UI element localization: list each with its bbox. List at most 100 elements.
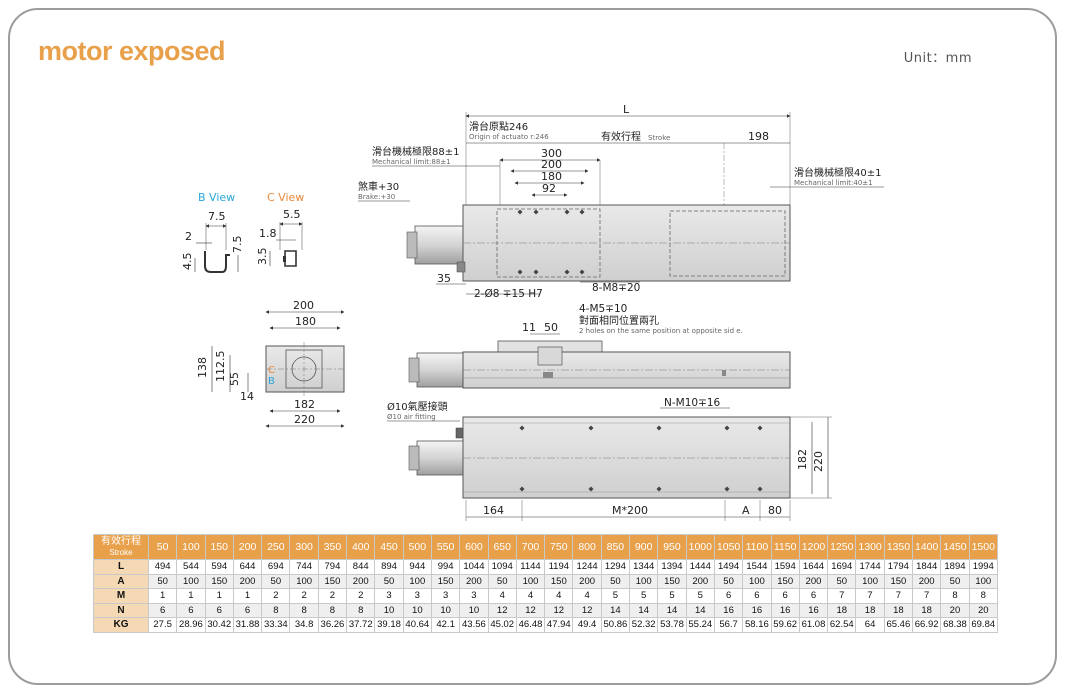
table-cell: 6 bbox=[770, 588, 800, 604]
stroke-header-cell: 1150 bbox=[770, 534, 800, 560]
b-profile-shape bbox=[204, 251, 230, 273]
table-cell: 1594 bbox=[770, 559, 800, 575]
table-cell: 8 bbox=[346, 602, 376, 618]
top-dim-11: 11 bbox=[522, 321, 536, 334]
table-cell: 62.54 bbox=[827, 617, 857, 633]
hole-marker bbox=[588, 425, 594, 431]
table-cell: 150 bbox=[317, 573, 348, 589]
hole-marker bbox=[519, 425, 525, 431]
stroke-header-cell: 750 bbox=[544, 534, 574, 560]
table-cell: 34.8 bbox=[289, 617, 319, 633]
air-fitting-cn: Ø10氣壓接頭 bbox=[387, 400, 448, 413]
table-cell: 894 bbox=[374, 559, 404, 575]
table-cell: 20 bbox=[940, 602, 970, 618]
c-dim-5-5: 5.5 bbox=[283, 208, 301, 221]
table-cell: 494 bbox=[147, 559, 178, 575]
table-cell: 744 bbox=[289, 559, 319, 575]
c-view-label: C View bbox=[267, 191, 304, 204]
bottom-dim-80: 80 bbox=[768, 504, 782, 517]
end-dim-138: 138 bbox=[196, 357, 209, 378]
bottom-dim-164: 164 bbox=[483, 504, 504, 517]
table-cell: 200 bbox=[459, 573, 489, 589]
table-cell: 8 bbox=[317, 602, 348, 618]
table-cell: 50 bbox=[940, 573, 970, 589]
table-cell: 7 bbox=[855, 588, 885, 604]
table-cell: 4 bbox=[487, 588, 517, 604]
top-holes-en: 2 holes on the same position at opposite… bbox=[579, 327, 743, 335]
table-cell: 150 bbox=[770, 573, 800, 589]
table-cell: 1 bbox=[147, 588, 178, 604]
c-profile-shape bbox=[284, 250, 297, 267]
brake-cn: 煞車+30 bbox=[358, 180, 399, 193]
top-holes-cn: 4-M5∓10 bbox=[579, 303, 627, 315]
table-cell: 66.92 bbox=[912, 617, 942, 633]
stroke-header-cell: 800 bbox=[572, 534, 602, 560]
table-cell: 4 bbox=[572, 588, 602, 604]
top-view: 4-M5∓10 對面相同位置兩孔 2 holes on the same pos… bbox=[408, 303, 791, 389]
carriage-dim-92: 92 bbox=[542, 182, 556, 195]
bottom-view: Ø10氣壓接頭 Ø10 air fitting N-M10∓16 164 M*2… bbox=[387, 397, 832, 521]
stroke-header-cell: 1400 bbox=[912, 534, 942, 560]
hole-marker bbox=[564, 209, 570, 215]
unit-label: Unit：mm bbox=[903, 51, 972, 66]
table-cell: 150 bbox=[544, 573, 574, 589]
table-cell: 16 bbox=[713, 602, 744, 618]
hole-markers bbox=[517, 209, 763, 492]
hole-marker bbox=[579, 269, 585, 275]
carriage-dim-200: 200 bbox=[541, 158, 562, 171]
hole-marker bbox=[656, 425, 662, 431]
table-cell: 594 bbox=[204, 559, 234, 575]
table-cell: 3 bbox=[402, 588, 432, 604]
c-dim-1-8: 1.8 bbox=[259, 227, 277, 240]
b-dim-7-5-top: 7.5 bbox=[208, 210, 226, 223]
top-holes-cn2: 對面相同位置兩孔 bbox=[579, 314, 659, 327]
table-cell: 50 bbox=[827, 573, 857, 589]
table-cell: 100 bbox=[742, 573, 772, 589]
table-cell: 16 bbox=[742, 602, 772, 618]
table-cell: 100 bbox=[968, 573, 998, 589]
table-cell: 150 bbox=[883, 573, 914, 589]
table-cell: 150 bbox=[657, 573, 687, 589]
bottom-motor bbox=[416, 440, 464, 476]
stroke-header-cell: 300 bbox=[289, 534, 319, 560]
mark-c: C bbox=[268, 365, 275, 376]
table-cell: 14 bbox=[600, 602, 631, 618]
table-cell: 10 bbox=[430, 602, 461, 618]
stroke-en: Stroke bbox=[648, 134, 670, 142]
mech-limit-right-cn: 滑台機械極限40±1 bbox=[794, 166, 881, 179]
table-cell: 59.62 bbox=[770, 617, 800, 633]
hole-marker bbox=[724, 486, 730, 492]
hole-marker bbox=[517, 269, 523, 275]
table-cell: 49.4 bbox=[572, 617, 602, 633]
table-head-label: 有效行程 Stroke bbox=[93, 534, 149, 560]
bottom-dim-m200: M*200 bbox=[612, 504, 648, 517]
table-cell: 944 bbox=[402, 559, 432, 575]
table-cell: 6 bbox=[713, 588, 744, 604]
table-cell: 2 bbox=[346, 588, 376, 604]
table-cell: 8 bbox=[261, 602, 291, 618]
table-cell: 200 bbox=[685, 573, 715, 589]
c-dim-3-5: 3.5 bbox=[256, 248, 269, 266]
table-cell: 47.94 bbox=[544, 617, 574, 633]
hole-marker bbox=[564, 269, 570, 275]
table-cell: 3 bbox=[430, 588, 461, 604]
b-dim-7-5-side: 7.5 bbox=[231, 236, 244, 254]
bottom-body bbox=[462, 416, 791, 499]
table-cell: 694 bbox=[261, 559, 291, 575]
hole-marker bbox=[533, 269, 539, 275]
table-cell: 100 bbox=[176, 573, 206, 589]
table-cell: 100 bbox=[629, 573, 659, 589]
table-cell: 4 bbox=[544, 588, 574, 604]
b-dim-4-5: 4.5 bbox=[181, 253, 194, 271]
table-cell: 12 bbox=[487, 602, 517, 618]
table-cell: 1444 bbox=[685, 559, 715, 575]
table-cell: 50 bbox=[487, 573, 517, 589]
stroke-header-cell: 700 bbox=[515, 534, 546, 560]
table-cell: 50 bbox=[374, 573, 404, 589]
end-dim-180: 180 bbox=[295, 315, 316, 328]
table-cell: 14 bbox=[657, 602, 687, 618]
air-fitting-en: Ø10 air fitting bbox=[387, 413, 436, 421]
stroke-header-cell: 1000 bbox=[685, 534, 715, 560]
